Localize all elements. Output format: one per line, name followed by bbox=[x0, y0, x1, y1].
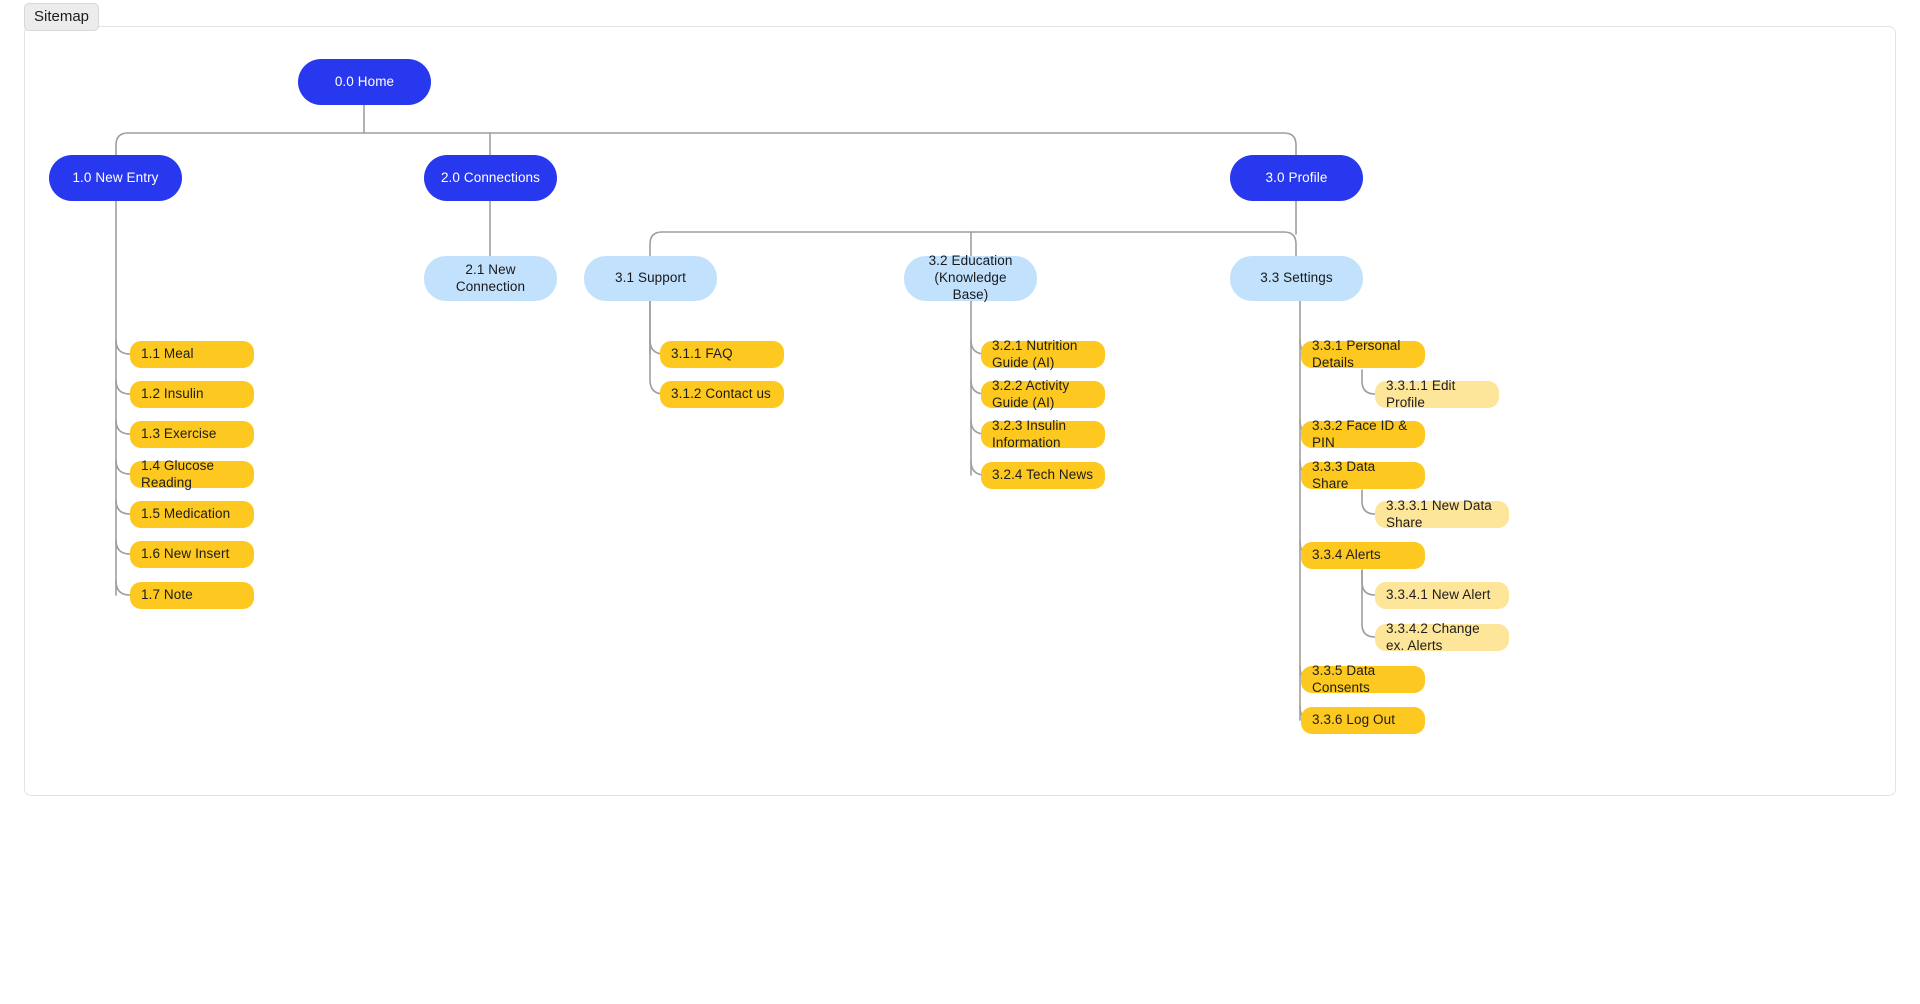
node-alerts[interactable]: 3.3.4 Alerts bbox=[1301, 542, 1425, 569]
node-glucose-reading[interactable]: 1.4 Glucose Reading bbox=[130, 458, 254, 490]
node-nutrition-guide-label: 3.2.1 Nutrition Guide (AI) bbox=[992, 337, 1078, 370]
node-contact-us[interactable]: 3.1.2 Contact us bbox=[660, 381, 784, 408]
node-new-data-share[interactable]: 3.3.3.1 New Data Share bbox=[1375, 498, 1509, 530]
node-medication-label: 1.5 Medication bbox=[141, 506, 231, 522]
node-personal-details-label: 3.3.1 Personal Details bbox=[1312, 337, 1401, 370]
node-profile[interactable]: 3.0 Profile bbox=[1230, 155, 1363, 201]
node-log-out[interactable]: 3.3.6 Log Out bbox=[1301, 707, 1425, 734]
node-face-id-pin-label: 3.3.2 Face ID & PIN bbox=[1312, 417, 1408, 450]
node-note[interactable]: 1.7 Note bbox=[130, 582, 254, 609]
node-face-id-pin[interactable]: 3.3.2 Face ID & PIN bbox=[1301, 418, 1425, 450]
node-data-share-label: 3.3.3 Data Share bbox=[1312, 458, 1376, 491]
node-glucose-reading-label: 1.4 Glucose Reading bbox=[141, 457, 215, 490]
node-new-alert-label: 3.3.4.1 New Alert bbox=[1386, 587, 1491, 603]
node-alerts-label: 3.3.4 Alerts bbox=[1312, 547, 1381, 563]
node-insulin-label: 1.2 Insulin bbox=[141, 386, 204, 402]
node-activity-guide-label: 3.2.2 Activity Guide (AI) bbox=[992, 377, 1070, 410]
node-log-out-label: 3.3.6 Log Out bbox=[1312, 712, 1396, 728]
node-faq[interactable]: 3.1.1 FAQ bbox=[660, 341, 784, 368]
node-new-entry[interactable]: 1.0 New Entry bbox=[49, 155, 182, 201]
node-home-label: 0.0 Home bbox=[334, 73, 395, 89]
node-support[interactable]: 3.1 Support bbox=[584, 256, 717, 301]
node-note-label: 1.7 Note bbox=[141, 587, 193, 603]
node-settings-label: 3.3 Settings bbox=[1260, 270, 1333, 286]
node-data-share[interactable]: 3.3.3 Data Share bbox=[1301, 459, 1425, 491]
node-meal-label: 1.1 Meal bbox=[141, 346, 194, 362]
node-support-label: 3.1 Support bbox=[615, 270, 686, 286]
node-nutrition-guide[interactable]: 3.2.1 Nutrition Guide (AI) bbox=[981, 338, 1105, 370]
node-education[interactable]: 3.2 Education (Knowledge Base) bbox=[904, 253, 1037, 302]
node-home[interactable]: 0.0 Home bbox=[298, 59, 431, 105]
frame-label-sitemap[interactable]: Sitemap bbox=[24, 3, 100, 31]
node-exercise-label: 1.3 Exercise bbox=[141, 426, 217, 442]
node-new-data-share-label: 3.3.3.1 New Data Share bbox=[1386, 497, 1492, 530]
node-new-insert-label: 1.6 New Insert bbox=[141, 546, 230, 562]
node-settings[interactable]: 3.3 Settings bbox=[1230, 256, 1363, 301]
node-contact-us-label: 3.1.2 Contact us bbox=[671, 386, 771, 402]
node-insulin-information-label: 3.2.3 Insulin Information bbox=[992, 417, 1067, 450]
node-new-connection-label: 2.1 New Connection bbox=[455, 261, 526, 294]
node-connections[interactable]: 2.0 Connections bbox=[424, 155, 557, 201]
node-medication[interactable]: 1.5 Medication bbox=[130, 501, 254, 528]
sitemap-frame bbox=[24, 26, 1896, 796]
node-connections-label: 2.0 Connections bbox=[440, 169, 541, 185]
node-new-entry-label: 1.0 New Entry bbox=[72, 169, 159, 185]
node-insulin[interactable]: 1.2 Insulin bbox=[130, 381, 254, 408]
node-education-label: 3.2 Education (Knowledge Base) bbox=[928, 253, 1013, 302]
node-edit-profile-label: 3.3.1.1 Edit Profile bbox=[1386, 377, 1456, 410]
node-insulin-information[interactable]: 3.2.3 Insulin Information bbox=[981, 418, 1105, 450]
node-activity-guide[interactable]: 3.2.2 Activity Guide (AI) bbox=[981, 378, 1105, 410]
node-change-ex-alerts-label: 3.3.4.2 Change ex. Alerts bbox=[1386, 620, 1480, 653]
node-personal-details[interactable]: 3.3.1 Personal Details bbox=[1301, 338, 1425, 370]
node-profile-label: 3.0 Profile bbox=[1265, 169, 1328, 185]
node-tech-news[interactable]: 3.2.4 Tech News bbox=[981, 462, 1105, 489]
node-new-connection[interactable]: 2.1 New Connection bbox=[424, 256, 557, 301]
node-data-consents-label: 3.3.5 Data Consents bbox=[1312, 662, 1376, 695]
node-change-ex-alerts[interactable]: 3.3.4.2 Change ex. Alerts bbox=[1375, 621, 1509, 653]
node-meal[interactable]: 1.1 Meal bbox=[130, 341, 254, 368]
node-data-consents[interactable]: 3.3.5 Data Consents bbox=[1301, 663, 1425, 695]
node-new-insert[interactable]: 1.6 New Insert bbox=[130, 541, 254, 568]
node-exercise[interactable]: 1.3 Exercise bbox=[130, 421, 254, 448]
node-edit-profile[interactable]: 3.3.1.1 Edit Profile bbox=[1375, 378, 1499, 410]
node-new-alert[interactable]: 3.3.4.1 New Alert bbox=[1375, 582, 1509, 609]
node-tech-news-label: 3.2.4 Tech News bbox=[992, 467, 1094, 483]
node-faq-label: 3.1.1 FAQ bbox=[671, 346, 733, 362]
